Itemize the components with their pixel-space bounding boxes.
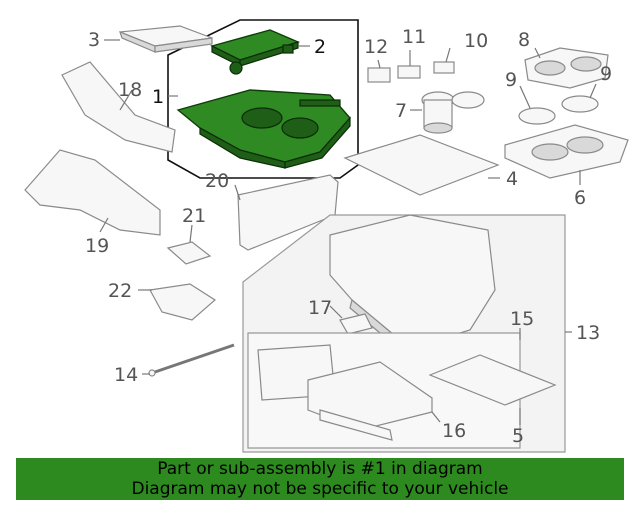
part-5-mat[interactable] bbox=[428, 354, 557, 406]
part-21-module[interactable] bbox=[166, 241, 212, 265]
leader-20 bbox=[234, 184, 241, 201]
callout-11[interactable]: 11 bbox=[402, 26, 426, 48]
callout-9-left[interactable]: 9 bbox=[505, 69, 517, 91]
callout-8[interactable]: 8 bbox=[518, 29, 530, 51]
callout-14[interactable]: 14 bbox=[114, 364, 138, 386]
part-16-rail[interactable] bbox=[319, 409, 393, 441]
callout-19[interactable]: 19 bbox=[85, 235, 109, 257]
leader-9b bbox=[589, 83, 597, 99]
callout-17[interactable]: 17 bbox=[308, 297, 332, 319]
callout-15[interactable]: 15 bbox=[510, 308, 534, 330]
callout-2[interactable]: 2 bbox=[314, 36, 326, 58]
part-22-bracket[interactable] bbox=[149, 283, 216, 321]
leader-16 bbox=[431, 411, 441, 423]
part-3-bin[interactable] bbox=[119, 25, 213, 53]
part-9-ring-left[interactable] bbox=[518, 107, 556, 125]
callout-12[interactable]: 12 bbox=[364, 36, 388, 58]
part-1-storage-tray[interactable] bbox=[176, 89, 351, 169]
leader-9a bbox=[519, 85, 531, 109]
leader-18 bbox=[119, 89, 133, 111]
part-2-lid[interactable] bbox=[210, 29, 301, 75]
leader-19 bbox=[99, 217, 109, 233]
footer-line-2: Diagram may not be specific to your vehi… bbox=[131, 479, 509, 499]
callout-9-right[interactable]: 9 bbox=[600, 63, 612, 85]
leader-17 bbox=[329, 305, 343, 319]
leader-10 bbox=[445, 47, 451, 63]
part-4-floor-mat[interactable] bbox=[343, 134, 500, 196]
callout-21[interactable]: 21 bbox=[182, 205, 206, 227]
leader-21 bbox=[189, 224, 193, 243]
footer-notice-banner: Part or sub-assembly is #1 in diagram Di… bbox=[16, 458, 624, 500]
callout-7[interactable]: 7 bbox=[395, 100, 407, 122]
callout-18[interactable]: 18 bbox=[118, 79, 142, 101]
part-9-ring-right[interactable] bbox=[561, 95, 599, 113]
callout-13[interactable]: 13 bbox=[576, 322, 600, 344]
part-14-rod[interactable] bbox=[148, 343, 235, 377]
callout-6[interactable]: 6 bbox=[574, 187, 586, 209]
leader-8 bbox=[534, 47, 541, 59]
part-10-clip[interactable] bbox=[433, 61, 455, 74]
callout-5[interactable]: 5 bbox=[512, 425, 524, 447]
part-12-clip[interactable] bbox=[367, 67, 391, 83]
callout-3[interactable]: 3 bbox=[88, 29, 100, 51]
callout-20[interactable]: 20 bbox=[205, 170, 229, 192]
part-18-side-trim[interactable] bbox=[61, 61, 176, 153]
callout-1[interactable]: 1 bbox=[152, 86, 164, 108]
callout-4[interactable]: 4 bbox=[506, 168, 518, 190]
callout-10[interactable]: 10 bbox=[464, 30, 488, 52]
leader-12 bbox=[377, 59, 381, 69]
part-6-bezel[interactable] bbox=[504, 124, 629, 179]
part-11-clip[interactable] bbox=[397, 65, 421, 79]
exploded-parts-diagram: 3 2 1 18 19 20 21 22 14 17 12 11 10 7 8 … bbox=[24, 19, 629, 453]
part-7-cup-holder[interactable] bbox=[421, 91, 485, 134]
callout-16[interactable]: 16 bbox=[442, 420, 466, 442]
footer-line-1: Part or sub-assembly is #1 in diagram bbox=[157, 459, 483, 479]
part-19-side-panel[interactable] bbox=[24, 149, 161, 236]
part-17-connector[interactable] bbox=[339, 313, 373, 335]
part-8-cup-holder[interactable] bbox=[524, 47, 609, 89]
callout-22[interactable]: 22 bbox=[108, 280, 132, 302]
